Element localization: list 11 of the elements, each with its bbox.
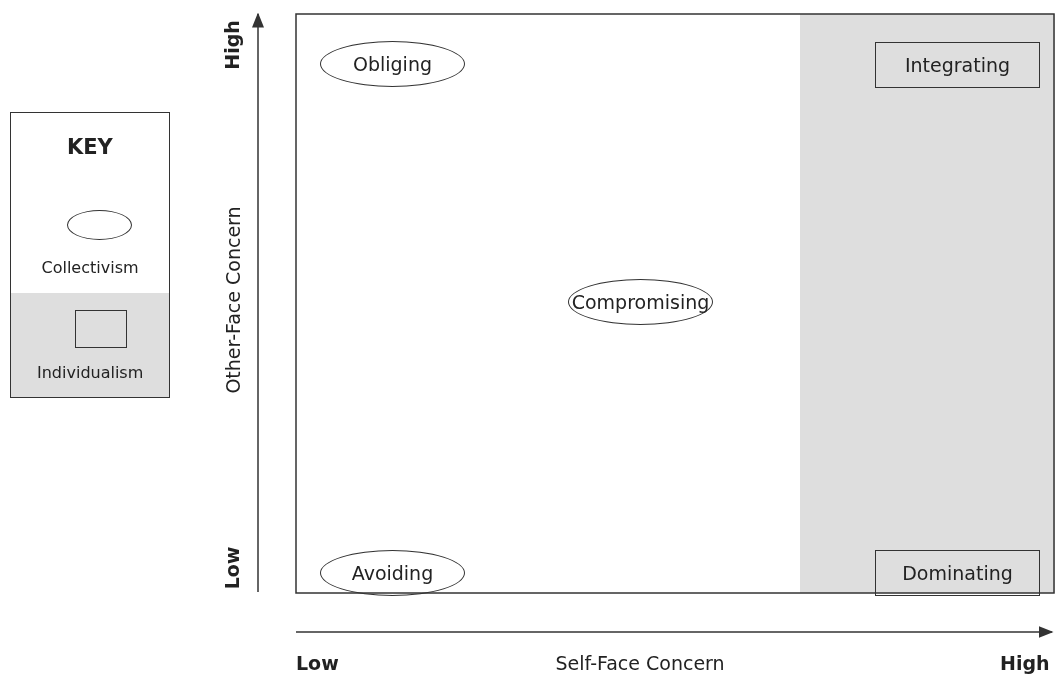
legend-label: Individualism <box>37 363 144 382</box>
axis-title: Other-Face Concern <box>221 206 244 394</box>
axis-end-label: Low <box>296 652 339 674</box>
axis-title: Self-Face Concern <box>555 652 725 674</box>
axis-end-label: High <box>1000 652 1050 674</box>
legend-label: Collectivism <box>41 258 139 277</box>
rectangle-node: Dominating <box>875 550 1040 596</box>
rectangle-node: Integrating <box>875 42 1040 88</box>
axis-end-label: Low <box>220 546 243 590</box>
key-heading: KEY <box>67 135 113 159</box>
axis-end-label: High <box>220 20 243 70</box>
